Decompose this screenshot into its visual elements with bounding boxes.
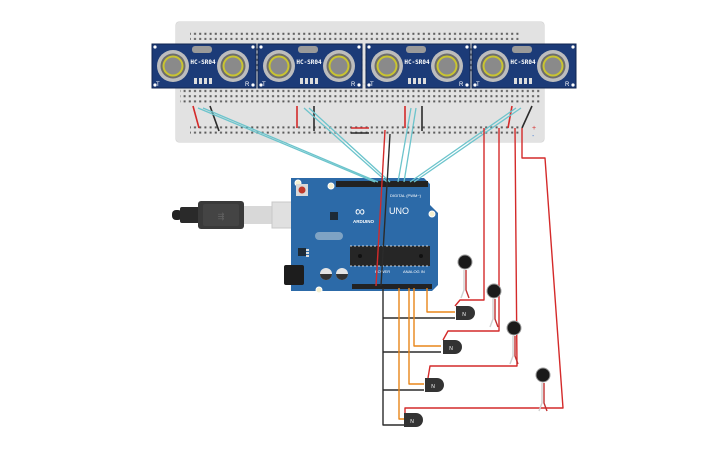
terminal-rows-bottom <box>180 88 540 104</box>
atmega-chip <box>350 246 430 266</box>
transmitter-mark: T <box>156 82 160 88</box>
signal-wire-6[interactable] <box>403 107 417 183</box>
usb-connector <box>244 206 272 224</box>
rail-plus-label: + <box>532 125 536 132</box>
usb-cable[interactable]: ⇶ <box>172 201 303 229</box>
motor-power-4[interactable] <box>404 128 564 413</box>
crystal <box>315 232 343 240</box>
receiver-icon <box>537 50 569 82</box>
wires <box>197 107 564 426</box>
signal-wire-7[interactable] <box>409 107 517 183</box>
power-header-label: POWER <box>375 269 390 274</box>
transmitter-mark: T <box>262 82 266 88</box>
sensor-label: HC-SR04 <box>190 59 216 66</box>
transistors-and-motors: N N N N <box>404 254 551 427</box>
signal-wire-8[interactable] <box>413 107 522 183</box>
npn-transistor-3[interactable]: N <box>425 378 444 392</box>
receiver-mark: R <box>565 82 570 88</box>
transmitter-icon <box>477 50 509 82</box>
transistor-mark: N <box>449 346 453 352</box>
usb-cable-end <box>172 210 182 220</box>
vibration-motor-1[interactable] <box>457 254 473 299</box>
signal-wire-5[interactable] <box>397 107 412 183</box>
jumper-black-1 <box>209 105 220 132</box>
digital-header-label: DIGITAL (PWM~) <box>390 193 422 198</box>
signal-wire-2[interactable] <box>202 107 379 183</box>
sensor-label: HC-SR04 <box>510 59 536 66</box>
receiver-mark: R <box>245 82 250 88</box>
receiver-mark: R <box>459 82 464 88</box>
analog-wire-3[interactable] <box>408 288 424 385</box>
usb-chip <box>330 212 338 220</box>
receiver-mark: R <box>351 82 356 88</box>
npn-transistor-4[interactable]: N <box>404 413 423 427</box>
bottom-power-rail <box>190 124 520 134</box>
sensor-label: HC-SR04 <box>296 59 322 66</box>
arduino-brand: ARDUINO <box>353 219 374 224</box>
transmitter-mark: T <box>476 82 480 88</box>
motor-power-2[interactable] <box>442 128 500 341</box>
motor-power-3[interactable] <box>427 127 518 379</box>
vibration-motor-4[interactable] <box>535 367 551 412</box>
ground-bus[interactable] <box>382 288 404 426</box>
jumper-red-4 <box>507 105 513 129</box>
vibration-motor-3[interactable] <box>506 320 522 365</box>
transmitter-icon <box>371 50 403 82</box>
transistor-mark: N <box>431 384 435 390</box>
npn-transistor-2[interactable]: N <box>443 340 462 354</box>
arduino-model: UNO <box>389 206 409 216</box>
transistor-mark: N <box>462 312 466 318</box>
arduino-logo-icon: ∞ <box>355 203 365 219</box>
receiver-icon <box>431 50 463 82</box>
analog-header-label: ANALOG IN <box>403 269 425 274</box>
receiver-icon <box>217 50 249 82</box>
transistor-mark: N <box>410 419 414 425</box>
ground-wire[interactable] <box>380 133 391 287</box>
npn-transistor-1[interactable]: N <box>456 306 475 320</box>
usb-icon: ⇶ <box>218 212 225 221</box>
power-jack <box>284 265 304 285</box>
receiver-icon <box>323 50 355 82</box>
power-header <box>352 284 400 289</box>
jumper-black-4 <box>521 105 533 129</box>
motor-power-1[interactable] <box>454 128 485 307</box>
analog-wire-2[interactable] <box>413 288 441 347</box>
signal-wire-3[interactable] <box>303 107 388 183</box>
analog-header <box>398 284 432 289</box>
analog-wire-1[interactable] <box>426 288 455 313</box>
vibration-motor-2[interactable] <box>486 283 502 328</box>
breadboard-jumpers <box>192 105 533 134</box>
sensor-label: HC-SR04 <box>404 59 430 66</box>
jumper-red-1 <box>192 105 200 129</box>
analog-wire-4[interactable] <box>398 288 404 420</box>
top-power-rail <box>190 30 520 40</box>
reset-button-cap[interactable] <box>298 186 306 194</box>
signal-wire-4[interactable] <box>308 107 391 183</box>
transmitter-mark: T <box>370 82 374 88</box>
transmitter-icon <box>263 50 295 82</box>
power-wire-5v[interactable] <box>375 129 386 287</box>
rail-minus-label: - <box>532 133 535 140</box>
transmitter-icon <box>157 50 189 82</box>
signal-wire-1[interactable] <box>197 107 376 183</box>
arduino-uno[interactable]: DIGITAL (PWM~) ∞ ARDUINO UNO POWER ANALO… <box>284 178 438 294</box>
